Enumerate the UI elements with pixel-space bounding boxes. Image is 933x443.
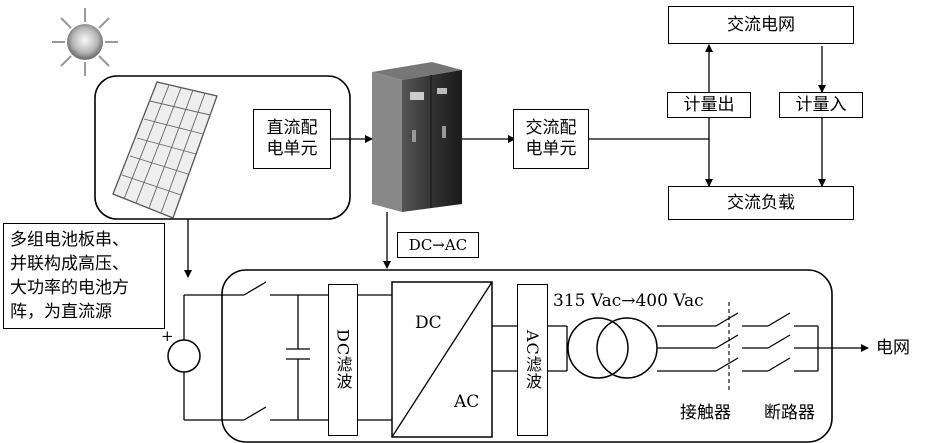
dc-filter-label: DC滤波	[333, 329, 354, 390]
meter-out-label: 计量出	[684, 95, 735, 116]
transformer-rating-label: 315 Vac→400 Vac	[553, 291, 704, 311]
ac-load-box: 交流负载	[668, 186, 854, 220]
ac-load-label: 交流负载	[727, 193, 795, 214]
meter-in-box: 计量入	[779, 92, 863, 118]
pv-note-line-2: 并联构成高压、	[10, 252, 129, 276]
ac-distribution-label: 交流配 电单元	[526, 118, 577, 160]
grid-output-label: 电网	[876, 338, 910, 358]
ac-filter-box: AC滤波	[517, 284, 548, 436]
ac-filter-label: AC滤波	[522, 330, 543, 390]
dc-distribution-label: 直流配 电单元	[267, 118, 318, 160]
inverter-cabinet-icon	[372, 62, 462, 212]
plus-sign: +	[161, 326, 174, 346]
inverter-dc-label: DC	[415, 313, 442, 333]
dc-filter-box: DC滤波	[328, 284, 358, 436]
pv-note-line-4: 阵，为直流源	[10, 300, 112, 324]
ac-distribution-box: 交流配 电单元	[513, 109, 589, 169]
dc-ac-tag: DC→AC	[397, 232, 479, 258]
ac-grid-top-label: 交流电网	[727, 15, 795, 36]
pv-description-box: 多组电池板串、 并联构成高压、 大功率的电池方 阵，为直流源	[3, 223, 165, 329]
solar-panel-icon	[113, 82, 217, 218]
meter-in-label: 计量入	[796, 95, 847, 116]
dc-ac-tag-label: DC→AC	[409, 235, 467, 256]
breaker-label: 断路器	[764, 403, 815, 423]
contactor-label: 接触器	[680, 403, 731, 423]
dc-distribution-box: 直流配 电单元	[253, 109, 331, 169]
inverter-block	[392, 282, 492, 437]
sun-icon	[52, 8, 118, 76]
dc-source-symbol	[168, 295, 200, 420]
inverter-ac-label: AC	[454, 392, 479, 412]
pv-note-line-1: 多组电池板串、	[10, 228, 129, 252]
ac-grid-top-box: 交流电网	[668, 6, 854, 44]
transformer-symbol	[568, 318, 657, 378]
meter-out-box: 计量出	[667, 92, 751, 118]
pv-note-line-3: 大功率的电池方	[10, 276, 129, 300]
